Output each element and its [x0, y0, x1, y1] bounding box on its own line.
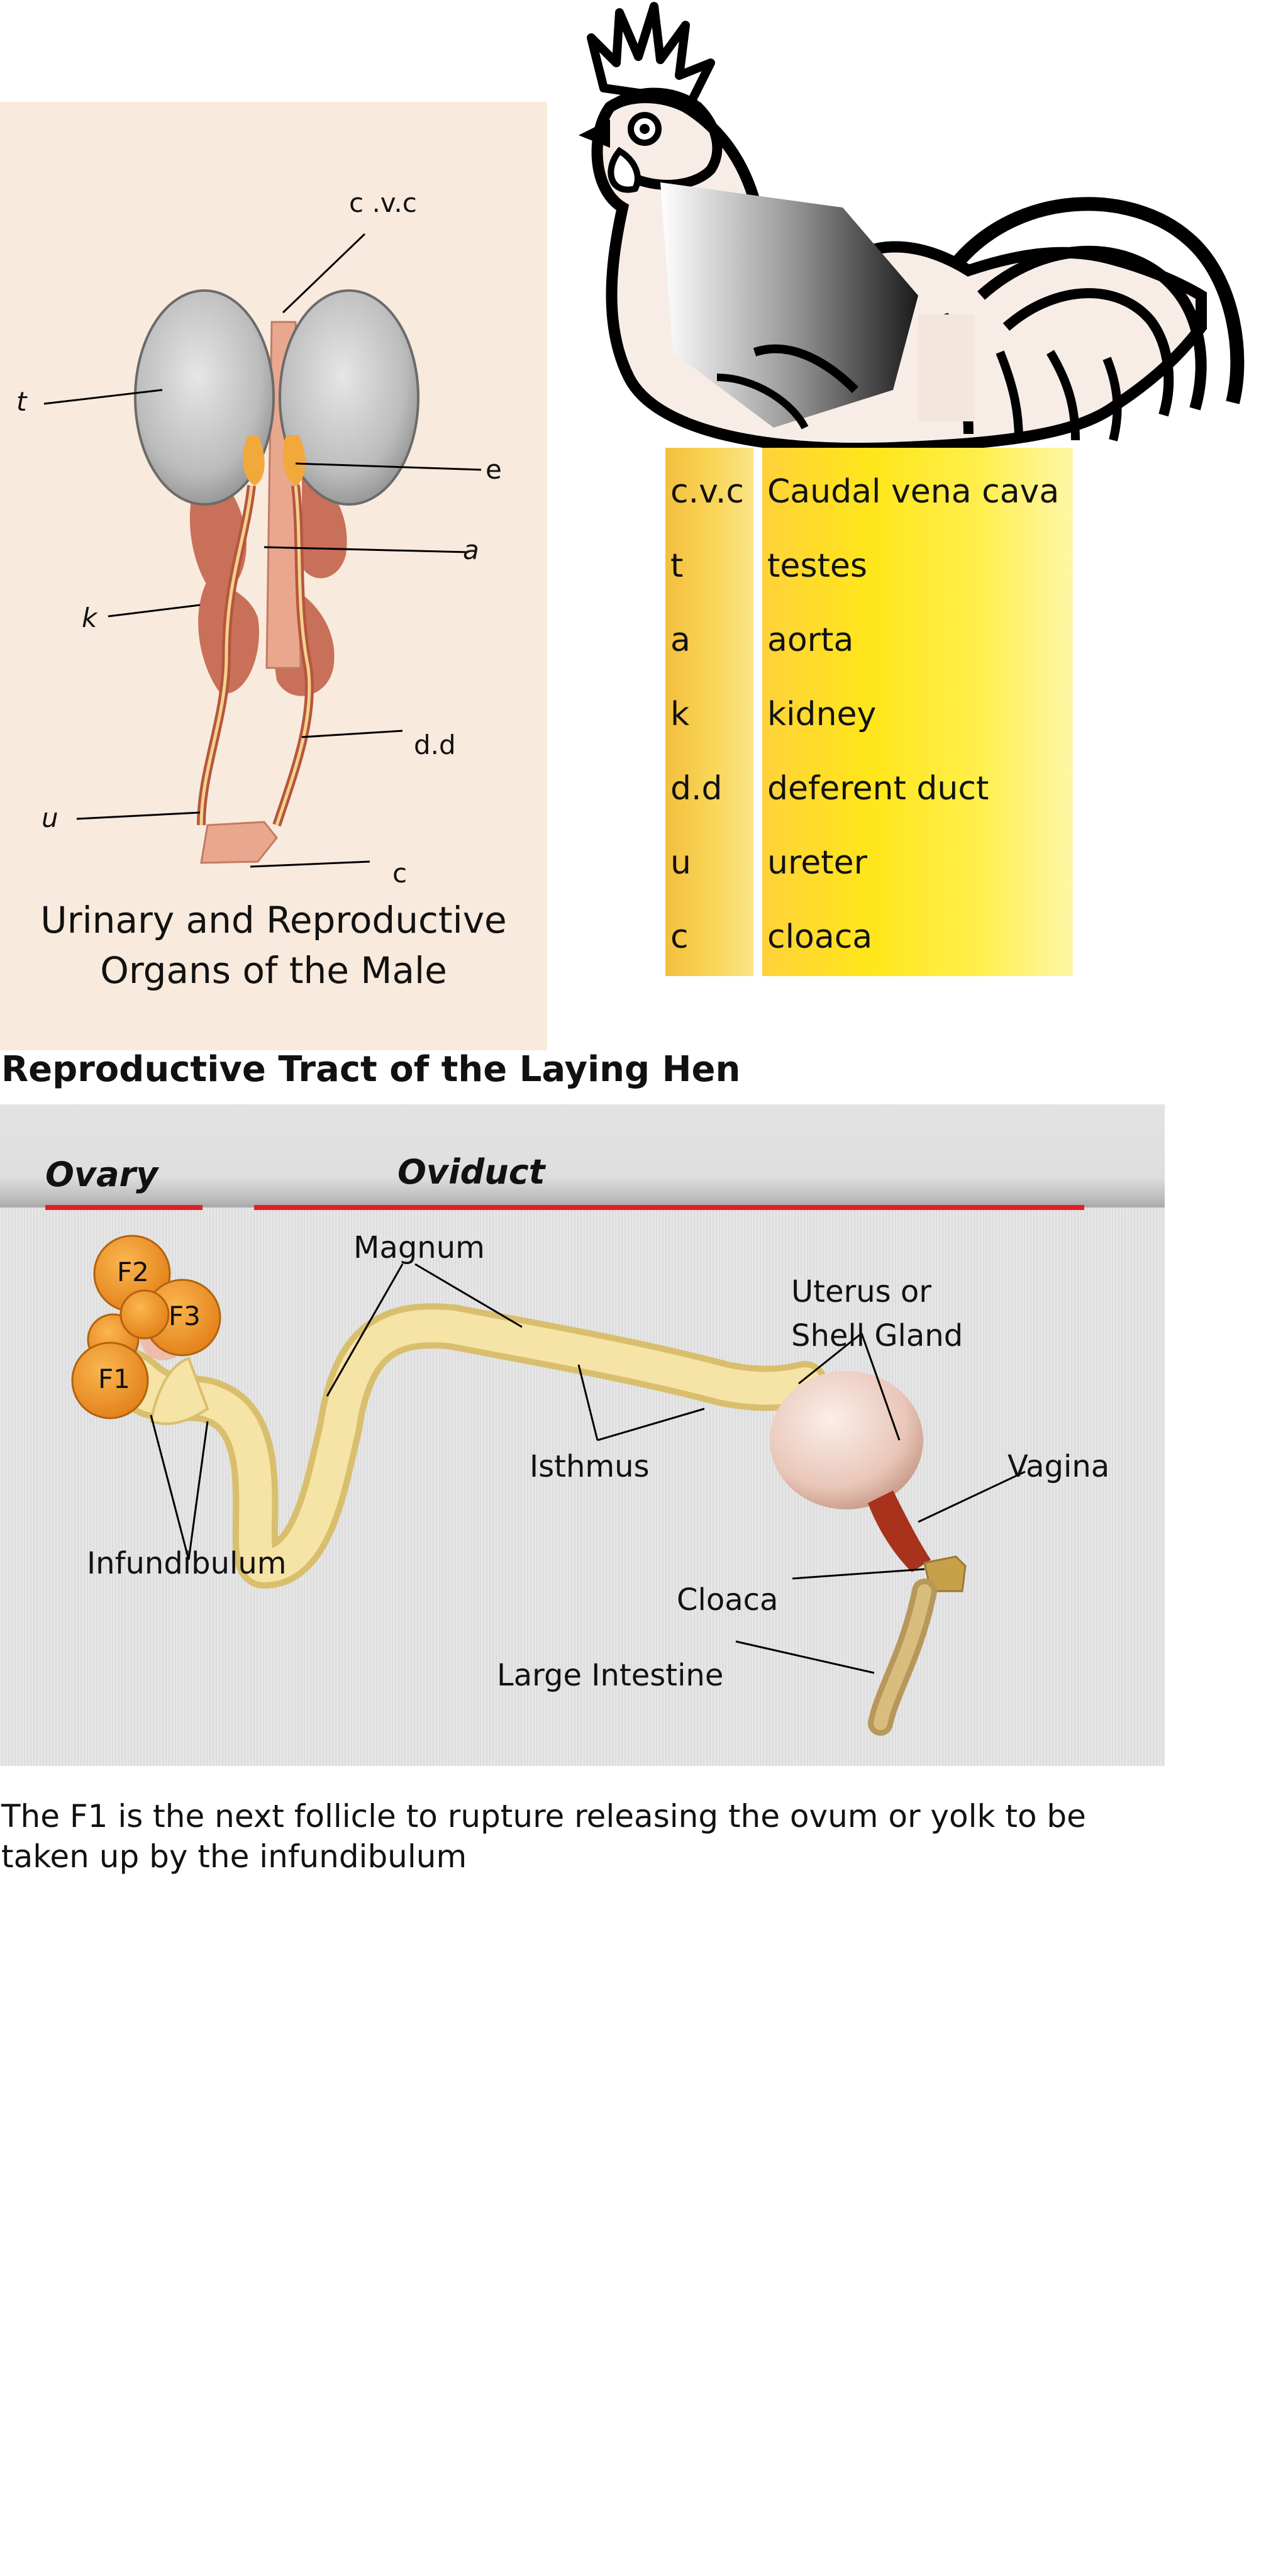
legend-value: aorta	[767, 621, 854, 659]
label-cvc: c .v.c	[349, 187, 417, 218]
legend-value: Caudal vena cava	[767, 473, 1060, 511]
male-caption-line1: Urinary and Reproductive	[40, 899, 507, 941]
follicle-note: The F1 is the next follicle to rupture r…	[1, 1798, 1086, 1875]
legend-key-column	[665, 448, 753, 976]
magnum-label: Magnum	[353, 1230, 485, 1265]
hen-panel	[0, 1104, 1165, 1766]
rooster-illustration	[579, 2, 1245, 453]
label-u: u	[42, 802, 58, 833]
uterus-label-line1: Uterus or	[791, 1274, 932, 1309]
legend-value: kidney	[767, 696, 877, 733]
label-k: k	[82, 602, 97, 633]
legend-value: cloaca	[767, 918, 873, 956]
follicle-f2-label: F2	[117, 1257, 149, 1287]
oviduct-rule	[254, 1205, 1084, 1210]
legend-key: u	[670, 844, 691, 882]
legend-key: k	[670, 696, 690, 733]
follicle-f1-label: F1	[98, 1363, 130, 1394]
vagina-label: Vagina	[1008, 1449, 1110, 1484]
ovary-heading: Ovary	[45, 1155, 158, 1194]
male-caption-line2: Organs of the Male	[100, 949, 447, 992]
label-dd: d.d	[414, 730, 456, 760]
legend-key: c.v.c	[670, 473, 744, 511]
isthmus-label: Isthmus	[530, 1449, 650, 1484]
label-t: t	[16, 386, 27, 417]
oviduct-heading: Oviduct	[397, 1152, 545, 1192]
legend-value: deferent duct	[767, 770, 989, 808]
male-organs-diagram	[43, 233, 482, 868]
label-c: c	[392, 858, 408, 889]
ovary-rule	[45, 1205, 203, 1210]
label-a: a	[463, 535, 479, 565]
infundibulum-label: Infundibulum	[87, 1546, 287, 1581]
uterus-label-line2: Shell Gland	[791, 1318, 963, 1353]
legend-key: a	[670, 621, 691, 659]
legend-value: testes	[767, 547, 867, 585]
hen-header-bar	[0, 1104, 1165, 1208]
follicle-f3-label: F3	[169, 1301, 201, 1331]
legend-value: ureter	[767, 844, 867, 882]
legend-value-column	[762, 448, 1073, 976]
legend-key: d.d	[670, 770, 723, 808]
large-intestine-label: Large Intestine	[497, 1658, 724, 1693]
hen-tract-diagram	[71, 1235, 1026, 1736]
cloaca-label: Cloaca	[677, 1582, 779, 1618]
hen-section-title: Reproductive Tract of the Laying Hen	[1, 1049, 741, 1090]
legend-key: t	[670, 547, 684, 585]
legend-key: c	[670, 918, 689, 956]
label-e: e	[486, 454, 502, 485]
